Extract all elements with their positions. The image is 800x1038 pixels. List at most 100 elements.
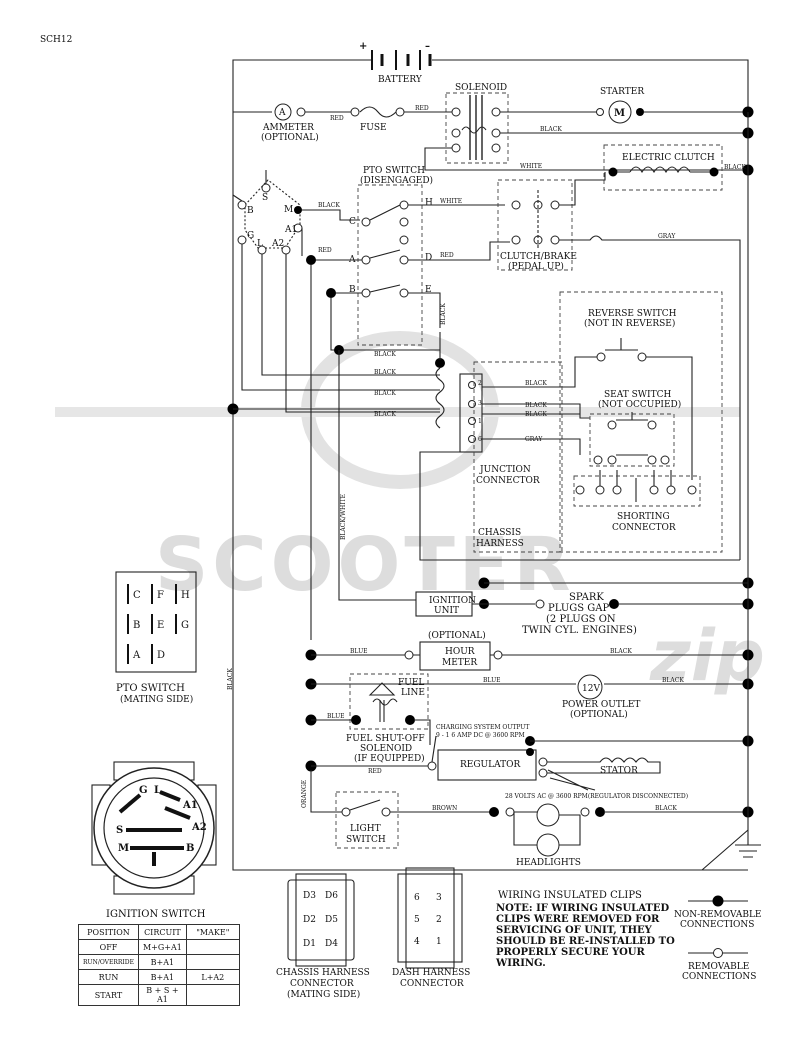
wire-black-11: BLACK: [610, 648, 632, 655]
note-title: WIRING INSULATED CLIPS: [498, 890, 642, 901]
ign-graphic-m: M: [118, 843, 129, 854]
wire-black-7: BLACK: [374, 390, 396, 397]
table-row: START B + S + A1: [78, 984, 240, 1006]
ign-graphic-a1: A1: [182, 800, 198, 811]
pto-mating-subtitle: (MATING SIDE): [120, 694, 193, 705]
junction-pin-1: 1: [478, 418, 482, 425]
ign-graphic-l: L: [154, 785, 161, 796]
ign-term-l: L: [257, 239, 263, 249]
wire-red-5: RED: [368, 768, 382, 775]
wire-blue-2: BLUE: [483, 677, 501, 684]
ignition-switch-graphic: G L A1 A2 S M B: [91, 761, 217, 895]
starter-symbol: M: [614, 108, 625, 119]
wire-black-5: BLACK: [525, 380, 547, 387]
chassis-pin-d2: D2: [303, 915, 316, 925]
note-line-2: CLIPS WERE REMOVED FOR: [496, 914, 660, 925]
wire-black-14: BLACK: [227, 668, 234, 690]
table-cell: [185, 984, 240, 1006]
legend: NON-REMOVABLE CONNECTIONS REMOVABLE CONN…: [674, 895, 762, 982]
pto-mate-h: H: [181, 590, 190, 601]
battery: + – BATTERY: [232, 41, 749, 340]
legend-removable-2: CONNECTIONS: [682, 972, 756, 982]
table-cell: B+A1: [137, 954, 187, 970]
ignition-switch-table: POSITION CIRCUIT "MAKE" OFF M+G+A1 RUN/O…: [78, 924, 240, 1006]
dash-conn-l1: DASH HARNESS: [392, 968, 470, 978]
chassis-pin-d4: D4: [325, 939, 338, 949]
fuel-label: FUEL: [398, 678, 424, 688]
wire-black-6: BLACK: [374, 369, 396, 376]
meter-label: METER: [442, 658, 477, 668]
legend-nonremovable-2: CONNECTIONS: [680, 920, 754, 930]
watermark: SCOOTER zip: [55, 331, 765, 697]
seat-switch: SEAT SWITCH (NOT OCCUPIED): [589, 390, 681, 467]
table-cell: B + S + A1: [137, 984, 187, 1006]
headlights: HEADLIGHTS: [513, 803, 581, 868]
ign-graphic-a2: A2: [191, 822, 207, 833]
headlights-label: HEADLIGHTS: [516, 858, 581, 868]
regulator: REGULATOR: [437, 748, 548, 781]
fuse: FUSE: [350, 106, 405, 133]
ignition-switch-title: IGNITION SWITCH: [106, 909, 206, 920]
reverse-label: REVERSE SWITCH: [588, 309, 677, 319]
chassis-label: CHASSIS: [478, 528, 521, 538]
ammeter: A AMMETER (OPTIONAL): [233, 103, 319, 143]
note-line-4: SHOULD BE RE-INSTALLED TO: [496, 936, 675, 947]
wire-blue-3: BLUE: [327, 713, 345, 720]
electric-clutch: ELECTRIC CLUTCH BLACK: [603, 144, 746, 191]
stator: STATOR: [547, 757, 661, 776]
wire-orange: ORANGE: [301, 780, 308, 808]
starter-label: STARTER: [600, 87, 644, 97]
wire-black-ec: BLACK: [724, 164, 746, 171]
ammeter-symbol: A: [278, 108, 286, 118]
wire-black-8: BLACK: [374, 411, 396, 418]
power-outlet-optional: (OPTIONAL): [570, 709, 628, 720]
power-outlet: 12V POWER OUTLET (OPTIONAL): [562, 674, 640, 720]
wire-black-12: BLACK: [662, 677, 684, 684]
shorting-connector-label: CONNECTOR: [612, 523, 676, 533]
ign-term-g: G: [247, 231, 254, 241]
junction-pin-2: 2: [478, 380, 482, 387]
spark-label-1: SPARK: [569, 592, 604, 603]
ammeter-label: AMMETER: [262, 123, 314, 133]
charging-output: CHARGING SYSTEM OUTPUT: [436, 724, 529, 731]
ign-graphic-g: G: [139, 785, 148, 796]
pto-mate-a: A: [132, 650, 141, 661]
seat-switch-label: SEAT SWITCH: [604, 390, 671, 400]
table-row: RUN B+A1 L+A2: [78, 969, 240, 985]
shorting-connector: SHORTING CONNECTOR: [573, 470, 701, 533]
junction-connector: 2 3 1 6 JUNCTION CONNECTOR: [435, 367, 540, 486]
charging-amp: 9 - 1 6 AMP DC @ 3600 RPM: [436, 732, 525, 739]
wire-white-2: WHITE: [440, 198, 462, 205]
line-label: LINE: [401, 688, 425, 698]
hour-label: HOUR: [445, 647, 475, 657]
table-cell: RUN: [78, 969, 139, 985]
power-outlet-label: POWER OUTLET: [562, 700, 640, 710]
dash-harness-connector: 6 3 5 2 4 1 DASH HARNESS CONNECTOR: [392, 867, 470, 989]
note-line-1: NOTE: IF WIRING INSULATED: [496, 903, 669, 914]
battery-label: BATTERY: [378, 75, 423, 85]
ac-volts: 28 VOLTS AC @ 3600 RPM(REGULATOR DISCONN…: [505, 793, 688, 800]
wire-red-1: RED: [330, 115, 344, 122]
table-cell: START: [78, 984, 139, 1006]
wire-red-3: RED: [318, 247, 332, 254]
spark-label-4: TWIN CYL. ENGINES): [522, 625, 637, 636]
table-row: OFF M+G+A1: [78, 939, 240, 955]
table-cell: RUN/OVERRIDE: [78, 954, 139, 970]
fuel-shutoff-label: FUEL SHUT-OFF: [346, 734, 425, 744]
junction-pin-6: 6: [478, 436, 482, 443]
chassis-conn-l2: CONNECTOR: [290, 979, 354, 989]
junction-pin-3: 3: [478, 400, 482, 407]
shorting-label: SHORTING: [617, 512, 670, 522]
pto-term-h: H: [425, 198, 433, 208]
starter: M STARTER: [596, 87, 748, 124]
wire-black-4: BLACK: [374, 351, 396, 358]
watermark-text: SCOOTER: [155, 522, 574, 608]
junction-connector-label: CONNECTOR: [476, 476, 540, 486]
hour-meter-optional: (OPTIONAL): [428, 630, 486, 641]
wire-brown: BROWN: [432, 805, 457, 812]
note-line-5: PROPERLY SECURE YOUR: [496, 947, 646, 958]
reverse-switch: REVERSE SWITCH (NOT IN REVERSE): [559, 291, 723, 553]
diagram-code: SCH12: [40, 35, 72, 45]
chassis-harness-connector: D3 D6 D2 D5 D1 D4 CHASSIS HARNESS CONNEC…: [276, 873, 370, 1000]
